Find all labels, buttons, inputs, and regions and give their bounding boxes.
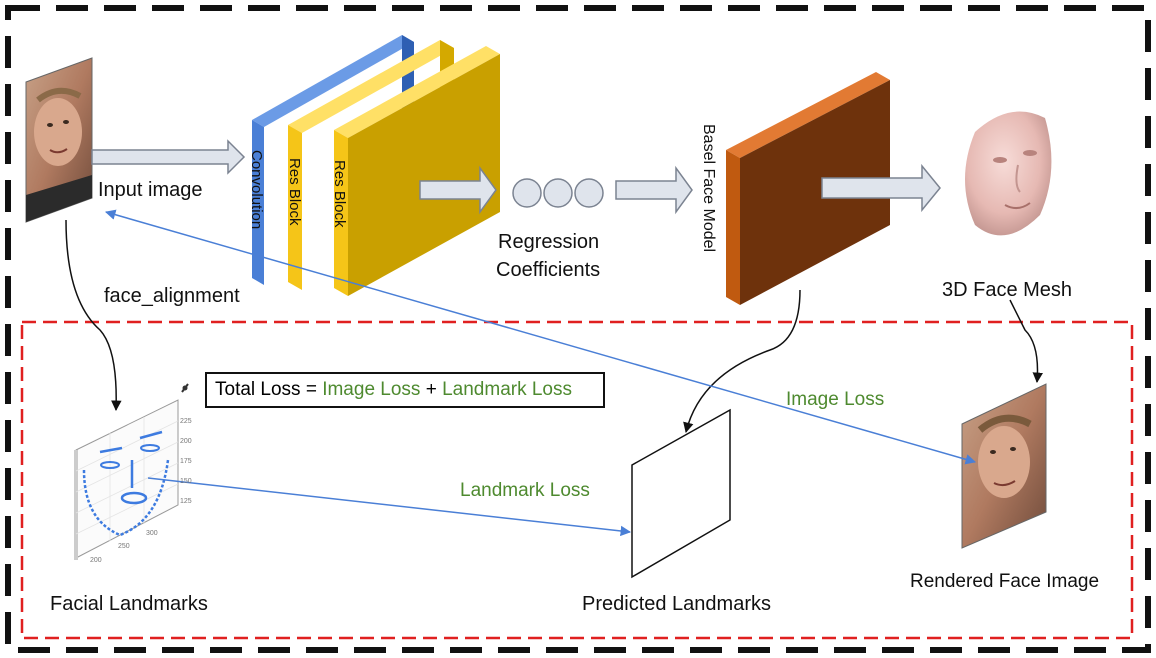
arrow-input-to-conv [91,139,246,175]
plot-y-tick: 175 [180,458,192,465]
coefficient-circle-2 [543,178,573,208]
input-image [25,57,93,223]
rendered-face-image [961,383,1047,549]
face-mesh [965,111,1052,236]
regression-label-line2: Coefficients [496,259,601,281]
facial-landmarks-plot [74,383,189,560]
plot-x-tick: 300 [146,530,158,537]
res-block-2 [334,46,500,296]
total-loss-image-term: Image Loss [322,379,421,400]
arrow-bfm-to-mesh [821,163,941,213]
bfm-label: Basel Face Model [700,124,717,253]
arrow-conv-to-coeffs [419,165,497,215]
outer-border [5,5,1151,653]
plot-y-tick: 125 [180,498,192,505]
image-loss-label: Image Loss [786,389,885,410]
regression-label-line1: Regression [498,231,600,253]
plot-y-tick: 200 [180,438,192,445]
coefficient-circle-3 [574,178,604,208]
total-loss-prefix: Total Loss = [215,379,323,400]
arrow-mesh-to-rendered [1009,299,1043,384]
plot-x-tick: 250 [118,543,130,550]
res-block-2-label: Res Block [331,160,348,228]
arrow-input-to-landmarks [65,219,122,412]
landmark-loss-label: Landmark Loss [460,480,590,501]
face-alignment-label: face_alignment [104,285,240,307]
landmark-loss-line [147,477,632,537]
convolution-label: Convolution [248,150,265,230]
predicted-landmarks-label: Predicted Landmarks [582,593,771,615]
predicted-landmarks-panel [631,408,731,579]
coefficient-circle-1 [512,178,542,208]
plot-y-tick: 150 [180,478,192,485]
rendered-face-label: Rendered Face Image [910,571,1100,592]
total-loss-box: Total Loss = Image Loss + Landmark Loss [205,372,605,408]
image-loss-line [104,209,977,465]
total-loss-landmark-term: Landmark Loss [442,379,572,400]
total-loss-plus: + [420,379,443,400]
plot-x-tick: 200 [90,557,102,564]
face-mesh-label: 3D Face Mesh [942,279,1073,301]
plot-y-tick: 225 [180,418,192,425]
facial-landmarks-label: Facial Landmarks [50,593,208,615]
arrow-coeffs-to-bfm [615,165,693,215]
res-block-1-label: Res Block [286,158,303,226]
input-image-label: Input image [98,179,203,201]
arrow-bfm-to-predicted [683,289,801,434]
